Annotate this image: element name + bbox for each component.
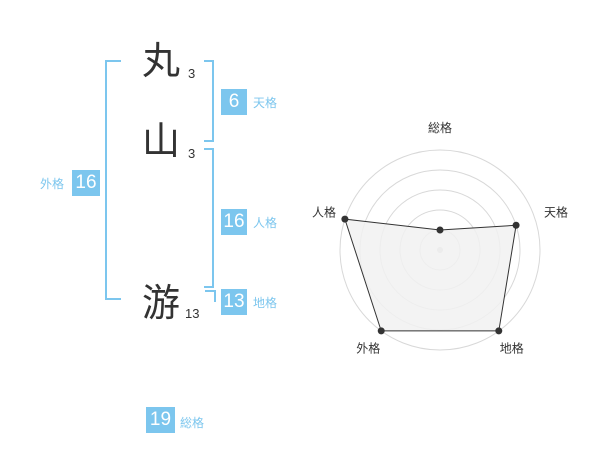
tenkaku-label: 天格 bbox=[253, 96, 278, 110]
chikaku-label: 地格 bbox=[253, 296, 278, 310]
name-char-2: 山 bbox=[142, 119, 181, 163]
stroke-count-1: 3 bbox=[188, 66, 196, 81]
name-char-1: 丸 bbox=[142, 39, 181, 83]
stroke-count-3: 13 bbox=[185, 306, 200, 321]
chikaku-bracket bbox=[205, 290, 216, 302]
name-char-3: 游 bbox=[142, 281, 181, 325]
gaikaku-badge: 16 bbox=[72, 170, 100, 196]
radar-axis-label-4: 外格 bbox=[356, 341, 380, 356]
chikaku-badge: 13 bbox=[221, 289, 247, 315]
radar-series-area bbox=[344, 218, 517, 332]
radar-axis-label-3: 地格 bbox=[500, 341, 524, 356]
radar-grid-ring bbox=[339, 149, 541, 351]
tenkaku-bracket bbox=[204, 60, 214, 142]
gaikaku-bracket bbox=[105, 60, 121, 300]
jinkaku-bracket bbox=[204, 148, 214, 288]
radar-point-2 bbox=[512, 221, 520, 229]
radar-point-5 bbox=[341, 215, 349, 223]
soukaku-badge: 19 bbox=[146, 407, 175, 433]
radar-point-3 bbox=[495, 327, 503, 335]
stroke-count-2: 3 bbox=[188, 146, 196, 161]
gaikaku-label: 外格 bbox=[40, 177, 65, 191]
radar-axis-label-2: 天格 bbox=[544, 204, 568, 219]
radar-point-4 bbox=[377, 327, 385, 335]
radar-axis-label-1: 総格 bbox=[428, 120, 452, 135]
jinkaku-label: 人格 bbox=[253, 216, 278, 230]
radar-axis-label-5: 人格 bbox=[312, 204, 336, 219]
tenkaku-badge: 6 bbox=[221, 89, 247, 115]
jinkaku-badge: 16 bbox=[221, 209, 247, 235]
radar-point-1 bbox=[436, 226, 444, 234]
soukaku-label: 総格 bbox=[180, 416, 205, 430]
